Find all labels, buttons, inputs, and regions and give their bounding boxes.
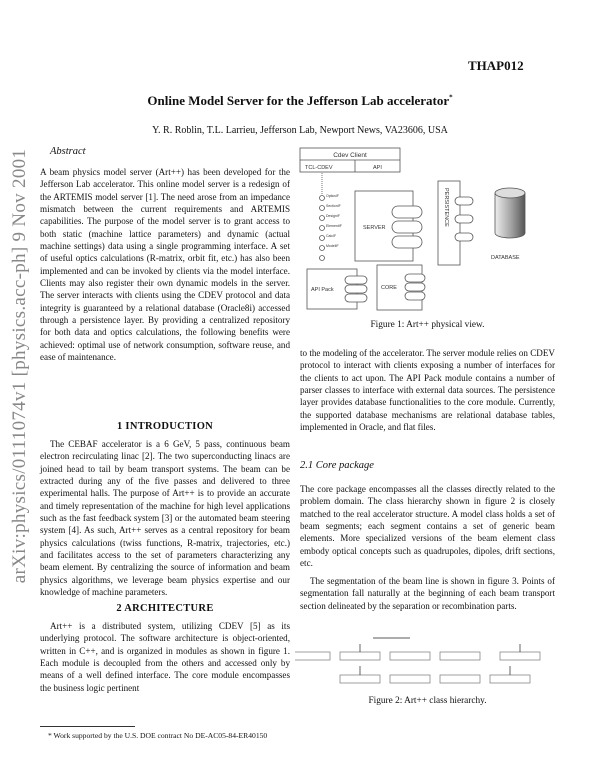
segmentation-text: The segmentation of the beam line is sho… — [300, 576, 555, 611]
interface-label: ElementIF — [326, 224, 342, 228]
introduction-text: The CEBAF accelerator is a 6 GeV, 5 pass… — [40, 439, 290, 598]
interface-label: OpticsIF — [326, 194, 339, 198]
interface-list: OpticsIF SectionIF DesignIF ElementIF Ca… — [319, 194, 342, 261]
footnote-mark: * — [449, 93, 453, 102]
core-package-text: The core package encompasses all the cla… — [300, 484, 555, 569]
paper-title: Online Model Server for the Jefferson La… — [0, 93, 600, 109]
figure-2-diagram — [295, 637, 541, 684]
abstract-text: A beam physics model server (Art++) has … — [40, 167, 290, 363]
cdev-client-label: Cdev Client — [333, 152, 367, 159]
core-label: CORE — [381, 285, 397, 291]
persistence-label: PERSISTENCE — [443, 188, 449, 227]
title-text: Online Model Server for the Jefferson La… — [147, 93, 450, 108]
tcl-cdev-label: TCL-CDEV — [305, 165, 333, 171]
report-code: THAP012 — [468, 58, 524, 73]
api-pack-label: API Pack — [311, 287, 334, 293]
interface-label: DesignIF — [326, 214, 340, 218]
figure-2-caption: Figure 2: Art++ class hierarchy. — [368, 696, 487, 706]
section-heading-introduction: 1 INTRODUCTION — [116, 421, 214, 432]
figure-1-diagram: Cdev Client TCL-CDEV API SERVER OpticsIF… — [299, 147, 526, 311]
authors: Y. R. Roblin, T.L. Larrieu, Jefferson La… — [152, 125, 448, 136]
interface-label: ModelIF — [326, 244, 339, 248]
architecture-text: Art++ is a distributed system, utilizing… — [40, 621, 290, 693]
footnote: * Work supported by the U.S. DOE contrac… — [48, 731, 268, 740]
abstract-heading: Abstract — [50, 146, 86, 157]
api-label: API — [373, 165, 382, 171]
architecture-text-continued: to the modeling of the accelerator. The … — [300, 348, 555, 433]
subsection-heading-core-package: 2.1 Core package — [300, 460, 374, 471]
section-heading-architecture: 2 ARCHITECTURE — [116, 603, 214, 614]
database-icon — [494, 187, 526, 239]
database-label: DATABASE — [491, 255, 520, 261]
figure-1-caption: Figure 1: Art++ physical view. — [370, 320, 485, 330]
arxiv-watermark: arXiv:physics/0111074v1 [physics.acc-ph]… — [9, 148, 30, 584]
interface-label: SectionIF — [326, 204, 341, 208]
interface-label: CalcIF — [326, 234, 336, 238]
footnote-rule — [40, 726, 135, 727]
server-label: SERVER — [363, 225, 386, 231]
